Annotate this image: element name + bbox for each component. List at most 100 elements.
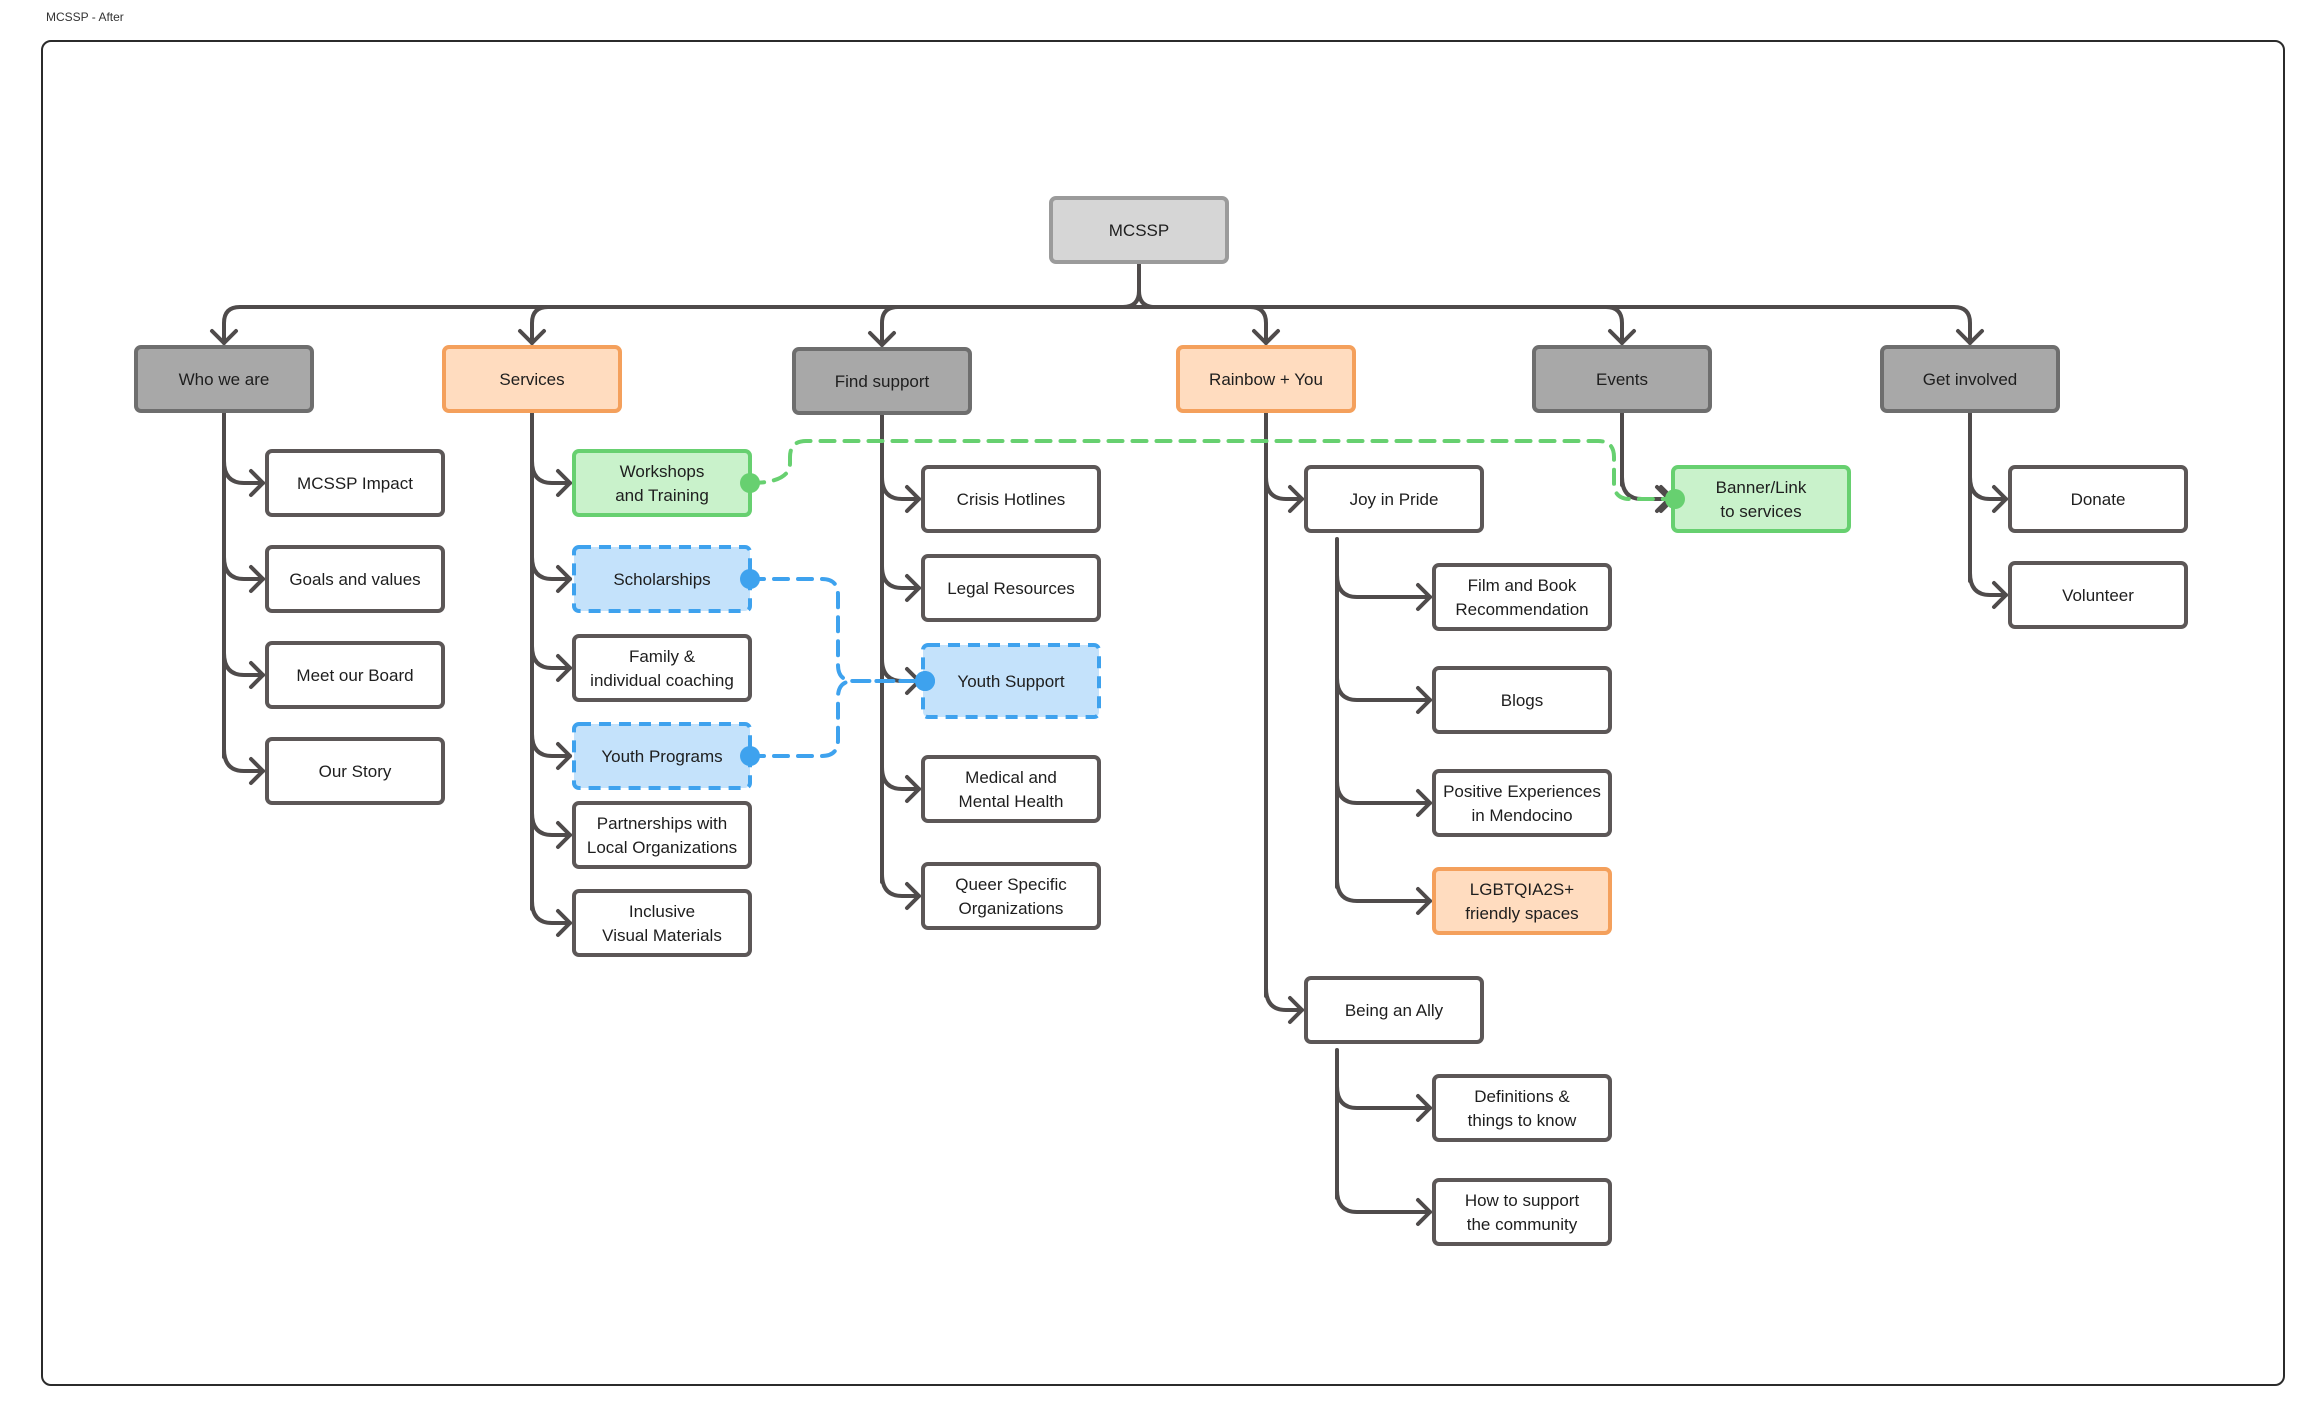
arrow-head — [1416, 887, 1432, 915]
node-youth-support[interactable]: Youth Support — [921, 643, 1101, 719]
node-our-story[interactable]: Our Story — [265, 737, 445, 805]
node-label: Family &individual coaching — [590, 647, 734, 690]
arrow-head — [1416, 1094, 1432, 1122]
node-box — [1432, 1178, 1612, 1246]
cross-link-blue — [748, 577, 925, 683]
node-meet-our-board[interactable]: Meet our Board — [265, 641, 445, 709]
branch-elbow — [222, 555, 265, 581]
top-connector — [530, 305, 1141, 345]
node-scholarships[interactable]: Scholarships — [572, 545, 752, 613]
node-label: Who we are — [179, 370, 270, 389]
arrow-head — [1288, 996, 1304, 1024]
node-volunteer[interactable]: Volunteer — [2008, 561, 2188, 629]
root-stem — [1121, 260, 1141, 309]
node-label: Legal Resources — [947, 579, 1075, 598]
node-rainbow-you[interactable]: Rainbow + You — [1176, 345, 1356, 413]
arrow-head — [905, 882, 921, 910]
node-label: Find support — [835, 372, 930, 391]
node-label: Youth Support — [957, 672, 1064, 691]
node-label: MCSSP Impact — [297, 474, 413, 493]
arrow-head — [1416, 1198, 1432, 1226]
node-box — [572, 634, 752, 702]
node-label: Meet our Board — [296, 666, 413, 685]
branch-elbow — [1968, 475, 2008, 501]
node-mcssp[interactable]: MCSSP — [1049, 196, 1229, 264]
branch-elbow — [1335, 1084, 1432, 1110]
branch-elbow — [530, 811, 572, 837]
node-being-an-ally[interactable]: Being an Ally — [1304, 976, 1484, 1044]
node-box — [442, 345, 622, 413]
node-blogs[interactable]: Blogs — [1432, 666, 1612, 734]
arrow-head — [249, 661, 265, 689]
node-box — [1176, 345, 1356, 413]
node-label: Scholarships — [613, 570, 710, 589]
branch-elbow — [1264, 986, 1304, 1012]
arrow-head — [249, 469, 265, 497]
branch-elbow — [1264, 475, 1304, 501]
node-family-individual-coaching[interactable]: Family &individual coaching — [572, 634, 752, 702]
diagram-frame — [41, 40, 2285, 1386]
node-find-support[interactable]: Find support — [792, 347, 972, 415]
branch-elbow — [1335, 1188, 1432, 1214]
node-events[interactable]: Events — [1532, 345, 1712, 413]
top-connector — [1137, 305, 1624, 345]
node-joy-in-pride[interactable]: Joy in Pride — [1304, 465, 1484, 533]
node-box — [265, 641, 445, 709]
node-label: Rainbow + You — [1209, 370, 1323, 389]
node-donate[interactable]: Donate — [2008, 465, 2188, 533]
arrow-head — [556, 654, 572, 682]
arrow-head — [868, 331, 896, 347]
branch-elbow — [880, 872, 921, 898]
node-box — [1049, 196, 1229, 264]
node-friendly-spaces[interactable]: LGBTQIA2S+friendly spaces — [1432, 867, 1612, 935]
branch-elbow — [530, 732, 572, 758]
node-box — [1432, 563, 1612, 631]
cross-link-green — [748, 439, 1675, 501]
node-get-involved[interactable]: Get involved — [1880, 345, 2060, 413]
top-connector — [1137, 305, 1268, 345]
branch-elbow — [530, 459, 572, 485]
node-box — [265, 737, 445, 805]
link-dot — [915, 671, 935, 691]
arrow-head — [556, 909, 572, 937]
arrow-head — [1992, 485, 2008, 513]
node-who-we-are[interactable]: Who we are — [134, 345, 314, 413]
connector-layer — [210, 260, 2008, 1226]
node-definitions[interactable]: Definitions &things to know — [1432, 1074, 1612, 1142]
arrow-head — [249, 757, 265, 785]
node-crisis-hotlines[interactable]: Crisis Hotlines — [921, 465, 1101, 533]
arrow-head — [1416, 789, 1432, 817]
node-mcssp-impact[interactable]: MCSSP Impact — [265, 449, 445, 517]
node-label: Get involved — [1923, 370, 2018, 389]
node-label: Goals and values — [289, 570, 420, 589]
branch-elbow — [1335, 779, 1432, 805]
arrow-head — [1416, 686, 1432, 714]
node-label: Being an Ally — [1345, 1001, 1444, 1020]
node-box — [2008, 465, 2188, 533]
node-box — [1432, 769, 1612, 837]
link-dot — [740, 746, 760, 766]
node-services[interactable]: Services — [442, 345, 622, 413]
node-legal-resources[interactable]: Legal Resources — [921, 554, 1101, 622]
node-box — [792, 347, 972, 415]
top-connector — [222, 305, 1141, 345]
node-youth-programs[interactable]: Youth Programs — [572, 722, 752, 790]
top-connector — [880, 305, 1141, 347]
node-label: Blogs — [1501, 691, 1544, 710]
node-goals-and-values[interactable]: Goals and values — [265, 545, 445, 613]
